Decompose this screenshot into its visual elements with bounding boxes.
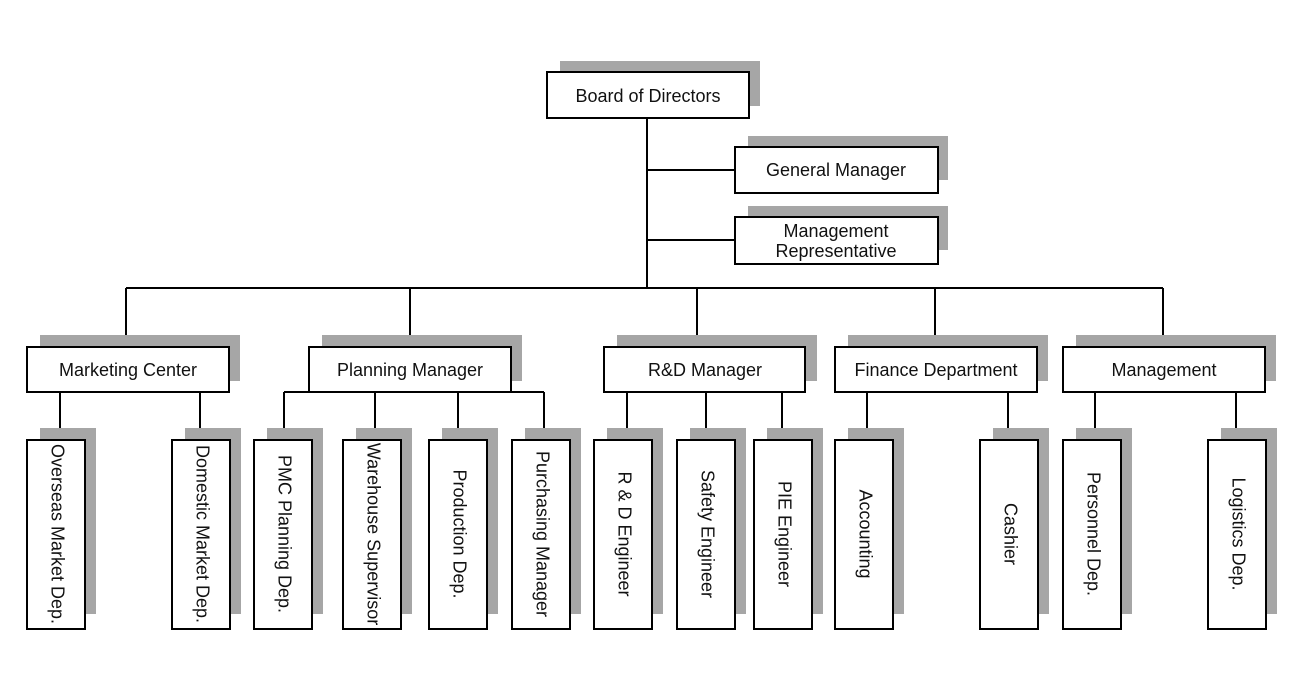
node-management: Management <box>1062 335 1276 393</box>
node-production-dep: Production Dep. <box>428 428 498 630</box>
node-rd-manager: R&D Manager <box>603 335 817 393</box>
node-board-of-directors: Board of Directors <box>546 61 760 119</box>
node-overseas-market-dep: Overseas Market Dep. <box>26 428 96 630</box>
node-marketing-center: Marketing Center <box>26 335 240 393</box>
node-finance-department: Finance Department <box>834 335 1048 393</box>
node-planning-manager: Planning Manager <box>308 335 522 393</box>
node-pie-engineer: PIE Engineer <box>753 428 823 630</box>
node-label: General Manager <box>766 160 906 180</box>
node-label: Logistics Dep. <box>1228 477 1248 590</box>
node-label: R & D Engineer <box>614 471 634 596</box>
node-rd-engineer: R & D Engineer <box>593 428 663 630</box>
node-domestic-market-dep: Domestic Market Dep. <box>171 428 241 630</box>
node-label: Marketing Center <box>59 360 197 380</box>
node-label: Cashier <box>1000 503 1020 565</box>
node-label: Warehouse Supervisor <box>363 443 383 625</box>
node-label: Finance Department <box>854 360 1017 380</box>
node-label: PIE Engineer <box>774 481 794 587</box>
node-label: PMC Planning Dep. <box>274 455 294 613</box>
node-label: Accounting <box>855 489 875 578</box>
node-personnel-dep: Personnel Dep. <box>1062 428 1132 630</box>
node-label: Safety Engineer <box>697 470 717 598</box>
node-label: Purchasing Manager <box>532 451 552 617</box>
node-safety-engineer: Safety Engineer <box>676 428 746 630</box>
node-label: Overseas Market Dep. <box>47 444 67 624</box>
node-accounting: Accounting <box>834 428 904 630</box>
node-label: Production Dep. <box>449 469 469 598</box>
node-cashier: Cashier <box>979 428 1049 630</box>
node-label: Personnel Dep. <box>1083 472 1103 596</box>
node-label: Board of Directors <box>575 86 720 106</box>
node-label-line-1: Management <box>783 221 888 241</box>
node-general-manager: General Manager <box>734 136 948 194</box>
node-label: R&D Manager <box>648 360 762 380</box>
node-purchasing-manager: Purchasing Manager <box>511 428 581 630</box>
node-warehouse-supervisor: Warehouse Supervisor <box>342 428 412 630</box>
node-label: Planning Manager <box>337 360 483 380</box>
node-pmc-planning-dep: PMC Planning Dep. <box>253 428 323 630</box>
node-management-representative: Management Representative <box>734 206 948 265</box>
node-logistics-dep: Logistics Dep. <box>1207 428 1277 630</box>
node-label: Management <box>1111 360 1216 380</box>
node-label-line-2: Representative <box>775 241 896 261</box>
node-label: Domestic Market Dep. <box>192 445 212 623</box>
